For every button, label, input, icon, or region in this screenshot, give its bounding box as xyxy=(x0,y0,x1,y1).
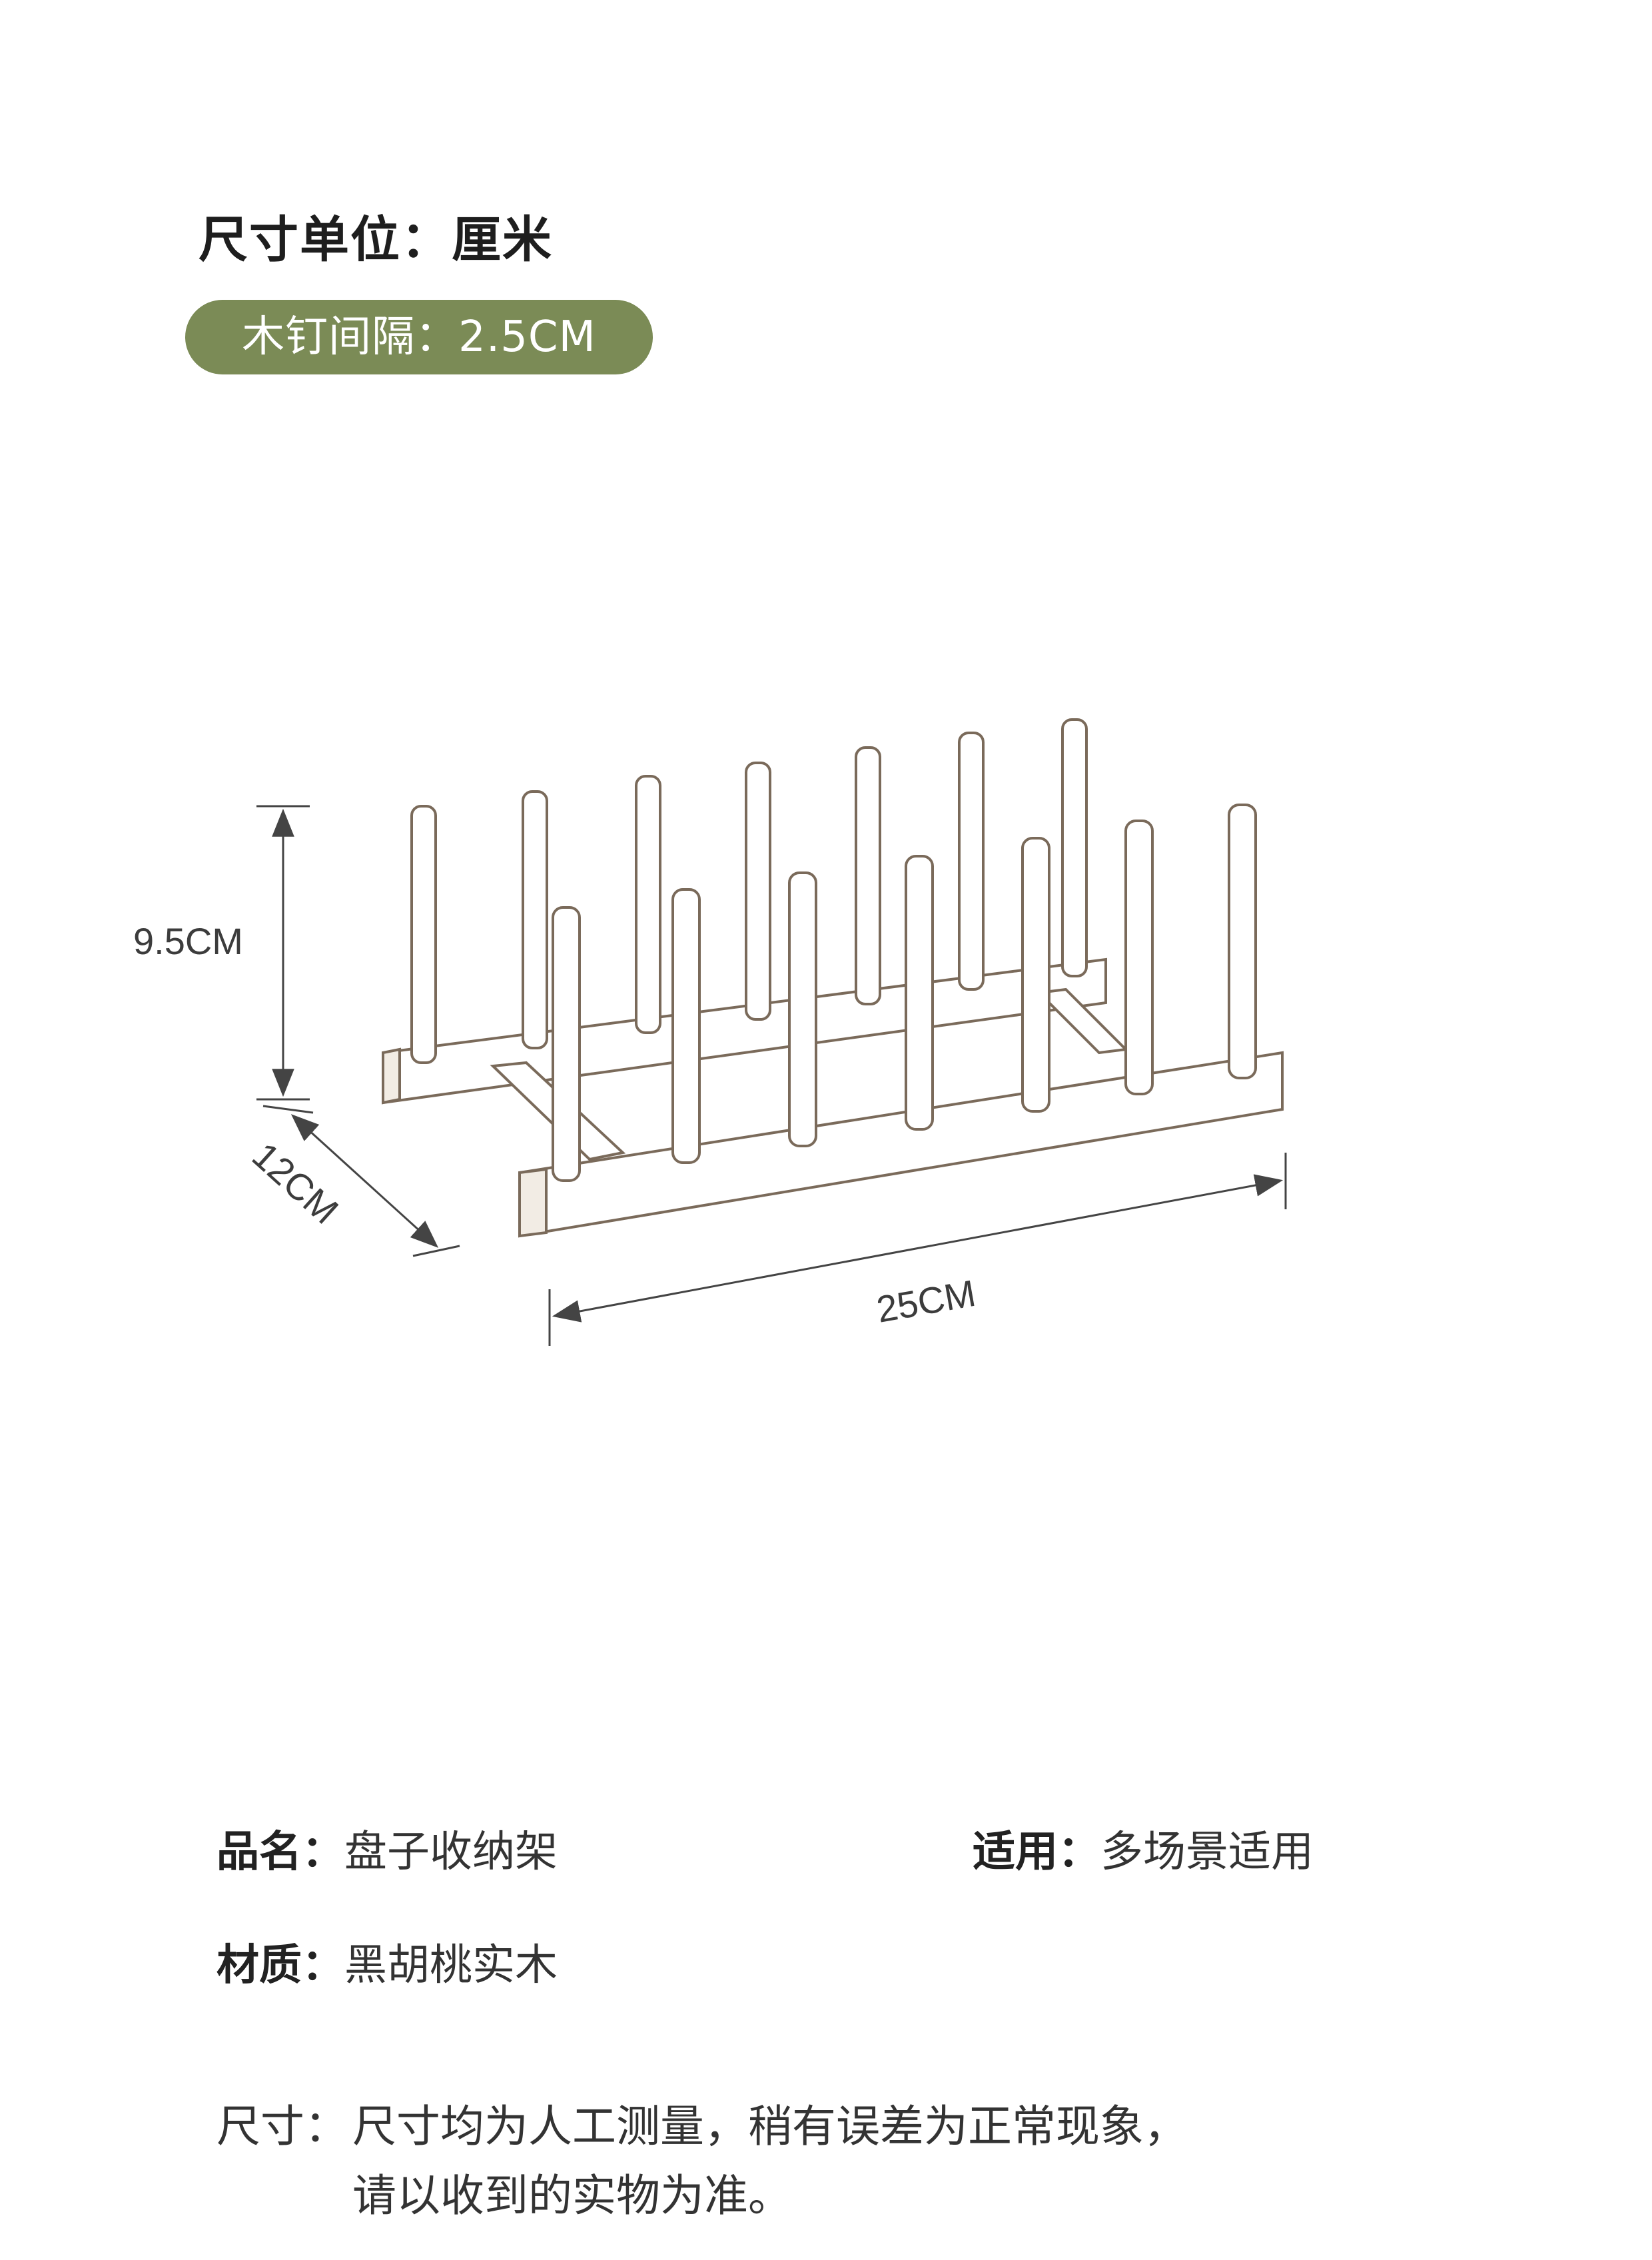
material-label: 材质： xyxy=(216,1941,344,1990)
size-note-line-1: 尺寸均为人工测量，稍有误差为正常现象， xyxy=(352,2101,1188,2152)
material-row: 材质：黑胡桃实木 xyxy=(216,1931,558,1992)
size-note: 尺寸：尺寸均为人工测量，稍有误差为正常现象， 请以收到的实物为准。 xyxy=(216,2092,1188,2231)
dimension-lines xyxy=(256,805,1287,1346)
product-name-row: 品名：盘子收纳架 xyxy=(216,1818,558,1879)
usage-label: 适用： xyxy=(973,1828,1100,1877)
usage-row: 适用：多场景适用 xyxy=(973,1818,1314,1879)
back-pegs xyxy=(410,718,1088,1064)
wooden-rack-illustration xyxy=(382,718,1284,1238)
plate-rack-diagram: 9.5CM 12CM 25CM xyxy=(133,718,1287,1346)
product-name-label: 品名： xyxy=(216,1828,344,1877)
material-value: 黑胡桃实木 xyxy=(344,1941,558,1990)
peg-spacing-badge: 木钉间隔：2.5CM xyxy=(185,300,653,374)
height-dimension-label: 9.5CM xyxy=(133,920,243,962)
product-name-value: 盘子收纳架 xyxy=(344,1828,558,1877)
size-note-label: 尺寸： xyxy=(216,2101,348,2152)
size-note-line-2: 请以收到的实物为准。 xyxy=(352,2170,792,2221)
usage-value: 多场景适用 xyxy=(1100,1828,1314,1877)
depth-dimension-label: 12CM xyxy=(244,1134,346,1232)
front-pegs xyxy=(552,804,1257,1182)
width-dimension-label: 25CM xyxy=(873,1272,979,1331)
size-unit-title: 尺寸单位：厘米 xyxy=(199,211,553,269)
